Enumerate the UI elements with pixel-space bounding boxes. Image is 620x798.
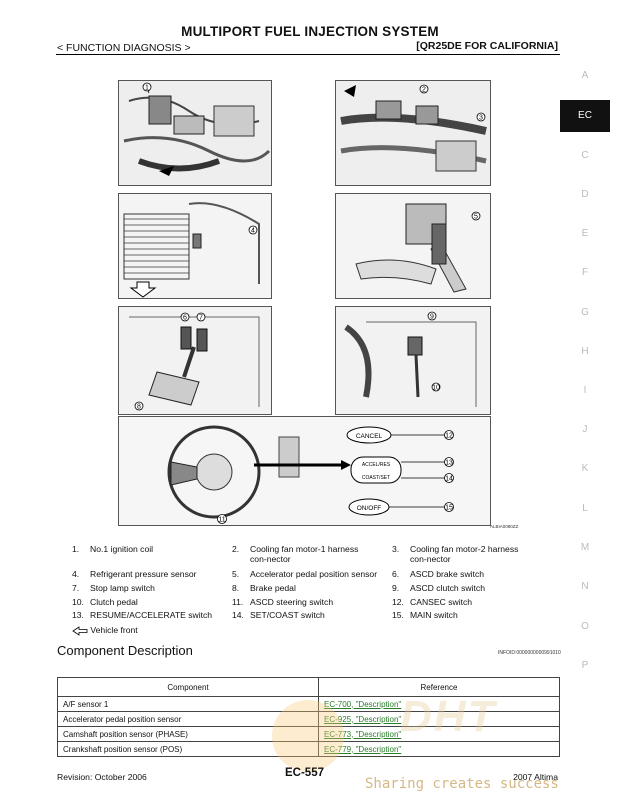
callout-11: 11 bbox=[218, 517, 225, 524]
reference-link[interactable]: EC-779, "Description" bbox=[318, 741, 560, 757]
legend-item: 1.No.1 ignition coil bbox=[72, 544, 154, 554]
figure-panel-clutch-pedal: 9 10 bbox=[335, 306, 491, 415]
onoff-switch-label: ON/OFF bbox=[357, 505, 382, 512]
side-index-e[interactable]: E bbox=[581, 228, 589, 239]
figure-panel-steering-switch: CANCEL ACCEL/RES COAST/SET ON/OFF 12 13 … bbox=[118, 416, 491, 526]
callout-12: 12 bbox=[445, 433, 453, 440]
watermark-logo: DHT bbox=[400, 692, 497, 741]
figure-panel-refrigerant-sensor: 4 bbox=[118, 193, 272, 299]
callout-13: 13 bbox=[445, 460, 453, 467]
callout-7: 7 bbox=[199, 315, 203, 322]
component-description-heading: Component Description bbox=[57, 643, 193, 658]
callout-9: 9 bbox=[430, 314, 434, 321]
legend-item: 9.ASCD clutch switch bbox=[392, 583, 485, 593]
watermark-circle bbox=[272, 700, 344, 772]
callout-8: 8 bbox=[137, 404, 141, 411]
figure-panel-cooling-fan: 2 3 bbox=[335, 80, 491, 186]
side-index-c[interactable]: C bbox=[581, 150, 589, 161]
figure-panel-brake-pedal: 6 7 8 bbox=[118, 306, 272, 415]
legend-item: 13.RESUME/ACCELERATE switch bbox=[72, 610, 213, 620]
page-title: MULTIPORT FUEL INJECTION SYSTEM bbox=[181, 24, 439, 39]
legend-item: 11.ASCD steering switch bbox=[232, 597, 334, 607]
cancel-switch-label: CANCEL bbox=[356, 433, 383, 440]
side-index-k[interactable]: K bbox=[581, 463, 589, 474]
vehicle-front-arrow-icon bbox=[72, 625, 88, 636]
side-index-a[interactable]: A bbox=[581, 70, 589, 81]
model-label: [QR25DE FOR CALIFORNIA] bbox=[416, 40, 558, 52]
figure-panel-accelerator-pedal: 5 bbox=[335, 193, 491, 299]
legend-item: 7.Stop lamp switch bbox=[72, 583, 155, 593]
component-table: Component Reference A/F sensor 1 EC-700,… bbox=[57, 677, 560, 757]
legend-item: 15.MAIN switch bbox=[392, 610, 458, 620]
side-index-d[interactable]: D bbox=[581, 189, 589, 200]
callout-6: 6 bbox=[183, 315, 187, 322]
legend-item: 3.Cooling fan motor-2 harness con-nector bbox=[392, 544, 519, 564]
side-index-m[interactable]: M bbox=[580, 542, 590, 553]
figure-panel-ignition-coil: 1 bbox=[118, 80, 272, 186]
legend-item: 4.Refrigerant pressure sensor bbox=[72, 569, 197, 579]
legend-item: 12.CANSEC switch bbox=[392, 597, 473, 607]
table-row: Accelerator pedal position sensor EC-925… bbox=[57, 711, 560, 727]
side-index-n[interactable]: N bbox=[581, 581, 589, 592]
side-index-j[interactable]: J bbox=[582, 424, 588, 435]
side-index-i[interactable]: I bbox=[583, 385, 587, 396]
callout-14: 14 bbox=[445, 476, 453, 483]
component-cell: Crankshaft position sensor (POS) bbox=[57, 741, 319, 757]
watermark-text: Sharing creates success bbox=[365, 776, 559, 792]
info-id: INFOID:0000000000991010 bbox=[498, 650, 561, 656]
legend-item: 5.Accelerator pedal position sensor bbox=[232, 569, 378, 579]
side-index-ec[interactable]: EC bbox=[560, 100, 610, 132]
figure-code: ALBIA0080ZZ bbox=[490, 524, 519, 529]
section-label: < FUNCTION DIAGNOSIS > bbox=[57, 42, 191, 54]
callout-5: 5 bbox=[474, 214, 478, 221]
page-number: EC-557 bbox=[285, 767, 324, 779]
callout-4: 4 bbox=[251, 228, 255, 235]
side-index-l[interactable]: L bbox=[582, 503, 588, 514]
revision-date: Revision: October 2006 bbox=[57, 772, 147, 782]
side-index-f[interactable]: F bbox=[581, 267, 589, 278]
legend-item: 2.Cooling fan motor-1 harness con-nector bbox=[232, 544, 359, 564]
legend-item: 14.SET/COAST switch bbox=[232, 610, 325, 620]
vehicle-front-note: Vehicle front bbox=[72, 625, 138, 636]
legend-item: 10.Clutch pedal bbox=[72, 597, 138, 607]
vehicle-model: 2007 Altima bbox=[513, 772, 558, 782]
side-index-o[interactable]: O bbox=[581, 621, 589, 632]
side-index-p[interactable]: P bbox=[581, 660, 589, 671]
header-rule bbox=[56, 54, 560, 55]
table-row: Crankshaft position sensor (POS) EC-779,… bbox=[57, 741, 560, 757]
table-row: A/F sensor 1 EC-700, "Description" bbox=[57, 696, 560, 712]
side-index-h[interactable]: H bbox=[581, 346, 589, 357]
callout-1: 1 bbox=[145, 85, 149, 92]
column-header-component: Component bbox=[57, 677, 319, 697]
resume-switch-label: ACCEL/RES bbox=[362, 462, 391, 468]
legend-item: 6.ASCD brake switch bbox=[392, 569, 485, 579]
legend-item: 8.Brake pedal bbox=[232, 583, 296, 593]
component-cell: A/F sensor 1 bbox=[57, 696, 319, 712]
callout-10: 10 bbox=[432, 385, 440, 392]
callout-2: 2 bbox=[422, 87, 426, 94]
callout-3: 3 bbox=[479, 115, 483, 122]
callout-15: 15 bbox=[445, 505, 453, 512]
side-index-g[interactable]: G bbox=[581, 307, 589, 318]
coast-switch-label: COAST/SET bbox=[362, 475, 390, 481]
